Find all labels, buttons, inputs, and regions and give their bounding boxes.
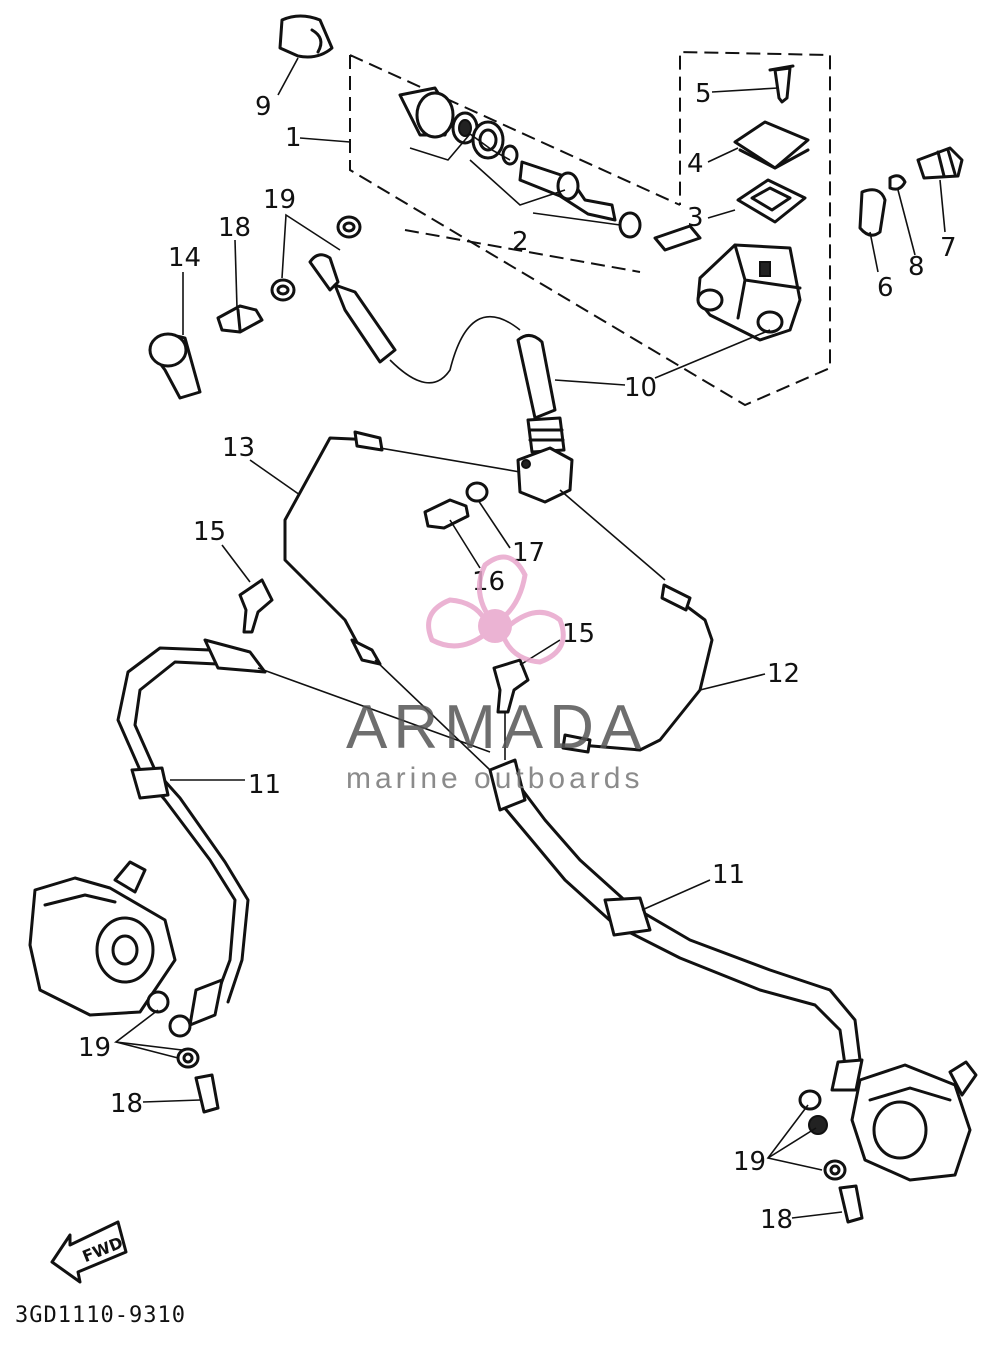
- brake-hose-joint: [516, 446, 574, 504]
- brake-pipe-13: [283, 430, 384, 666]
- callout-13: 13: [222, 433, 255, 463]
- callout-1: 1: [285, 123, 302, 153]
- master-cylinder-kit: [398, 86, 702, 252]
- callout-12: 12: [767, 659, 800, 689]
- propeller-logo-icon: [426, 554, 566, 665]
- joint-bolt: [423, 481, 489, 530]
- callout-6: 6: [877, 273, 894, 303]
- union-bolts-bottom: [194, 1073, 864, 1224]
- callout-11b: 11: [712, 860, 745, 890]
- callout-19b: 19: [78, 1033, 111, 1063]
- callout-10: 10: [624, 373, 657, 403]
- callout-5: 5: [695, 79, 712, 109]
- union-bolt-top: [216, 304, 264, 334]
- brake-hose-main: [308, 253, 566, 454]
- copper-washers-bottom: [176, 1047, 847, 1181]
- brake-hose-left: [116, 638, 267, 1038]
- callout-18b: 18: [110, 1089, 143, 1119]
- callout-19c: 19: [733, 1147, 766, 1177]
- callout-18c: 18: [760, 1205, 793, 1235]
- reservoir-cap: [733, 64, 810, 224]
- assembly-1-outline: [349, 50, 831, 407]
- callout-11a: 11: [248, 770, 281, 800]
- brake-hose-right: [488, 758, 864, 1092]
- brake-caliper-right: [808, 1060, 978, 1182]
- copper-washers-top: [270, 215, 362, 302]
- callout-16: 16: [472, 567, 505, 597]
- callout-9: 9: [255, 92, 272, 122]
- callout-14: 14: [168, 243, 201, 273]
- drawing-code: 3GD1110-9310: [15, 1303, 186, 1328]
- callout-3: 3: [687, 203, 704, 233]
- callout-15a: 15: [193, 517, 226, 547]
- leader-lines: [113, 57, 946, 1219]
- callout-18a: 18: [218, 213, 251, 243]
- brake-caliper-left: [28, 860, 177, 1017]
- cap-cover: [278, 14, 334, 59]
- callout-2: 2: [512, 227, 529, 257]
- watermark-brand: ARMADA: [346, 693, 647, 762]
- hose-clamps: [238, 578, 530, 714]
- callout-7: 7: [940, 233, 957, 263]
- forward-direction-arrow: FWD: [50, 1220, 128, 1284]
- master-cylinder-body: [696, 243, 802, 342]
- assembly-2-outline: [404, 229, 641, 273]
- lever-boot: [148, 332, 202, 400]
- callout-8: 8: [908, 252, 925, 282]
- callout-19a: 19: [263, 185, 296, 215]
- armada-watermark: ARMADA marine outboards: [346, 554, 647, 795]
- watermark-tagline: marine outboards: [346, 762, 643, 795]
- clamp-and-bolt: [858, 146, 964, 237]
- callout-15b: 15: [562, 619, 595, 649]
- callout-4: 4: [687, 149, 704, 179]
- callout-labels: 9 1 2 3 4 5 6 7 8 10 11 11 12 13 14 15 1…: [78, 79, 957, 1235]
